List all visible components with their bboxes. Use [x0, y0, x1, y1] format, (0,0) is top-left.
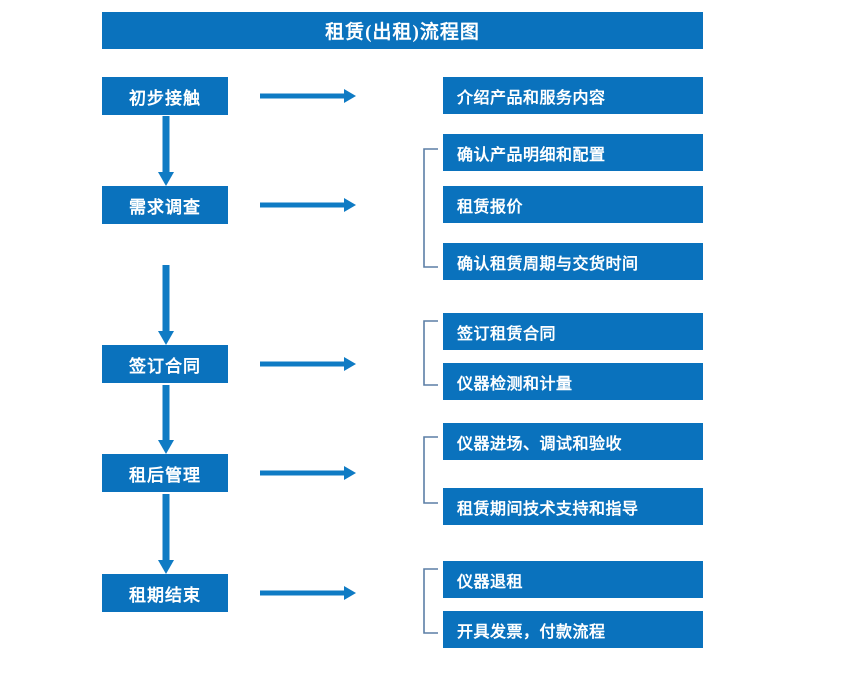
detail-box-10[interactable]: 开具发票，付款流程 [443, 611, 703, 648]
down-arrow-icon-1 [155, 116, 177, 186]
group-bracket-4 [418, 436, 438, 504]
stage-box-3[interactable]: 签订合同 [102, 345, 228, 383]
right-arrow-icon-3 [260, 354, 356, 374]
right-arrow-icon-5 [260, 583, 356, 603]
right-arrow-icon-4 [260, 463, 356, 483]
group-bracket-5 [418, 568, 438, 634]
detail-box-3[interactable]: 租赁报价 [443, 186, 703, 223]
detail-box-9[interactable]: 仪器退租 [443, 561, 703, 598]
group-bracket-3 [418, 320, 438, 386]
page-title: 租赁(出租)流程图 [102, 12, 703, 49]
detail-box-7[interactable]: 仪器进场、调试和验收 [443, 423, 703, 460]
down-arrow-icon-3 [155, 385, 177, 454]
down-arrow-icon-2 [155, 265, 177, 345]
stage-box-5[interactable]: 租期结束 [102, 574, 228, 612]
detail-box-1[interactable]: 介绍产品和服务内容 [443, 77, 703, 114]
right-arrow-icon-1 [260, 86, 356, 106]
down-arrow-icon-4 [155, 494, 177, 574]
group-bracket-2 [418, 148, 438, 268]
stage-box-1[interactable]: 初步接触 [102, 77, 228, 115]
detail-box-5[interactable]: 签订租赁合同 [443, 313, 703, 350]
detail-box-6[interactable]: 仪器检测和计量 [443, 363, 703, 400]
detail-box-2[interactable]: 确认产品明细和配置 [443, 134, 703, 171]
detail-box-8[interactable]: 租赁期间技术支持和指导 [443, 488, 703, 525]
right-arrow-icon-2 [260, 195, 356, 215]
detail-box-4[interactable]: 确认租赁周期与交货时间 [443, 243, 703, 280]
stage-box-2[interactable]: 需求调查 [102, 186, 228, 224]
stage-box-4[interactable]: 租后管理 [102, 454, 228, 492]
